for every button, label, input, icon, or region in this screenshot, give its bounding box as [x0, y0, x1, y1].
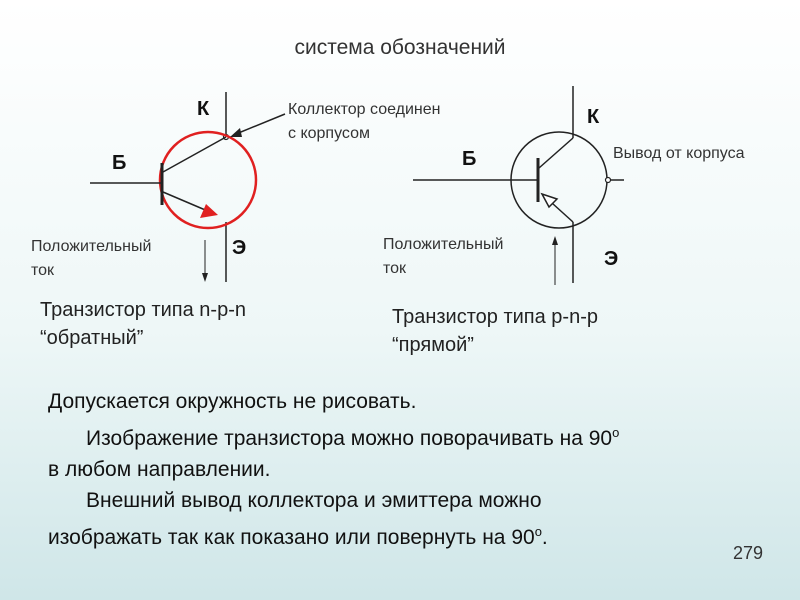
note-line-4: Внешний вывод коллектора и эмиттера можн… [86, 489, 542, 512]
npn-emitter-letter: Э [232, 237, 247, 259]
npn-base-letter: Б [112, 152, 127, 174]
pnp-caption: Транзистор типа p-n-p “прямой” [392, 303, 598, 359]
npn-collector-note-line1: Коллектор соединен [288, 101, 441, 118]
npn-symbol [90, 92, 286, 282]
npn-caption-line2: “обратный” [40, 327, 144, 349]
note-line-1: Допускается окружность не рисовать. [48, 390, 417, 413]
pnp-symbol [413, 86, 624, 285]
pnp-case-node [604, 176, 612, 184]
note-line-2-degree: о [612, 425, 620, 440]
npn-current-label-line2: ток [31, 262, 55, 279]
pnp-collector-letter: К [587, 106, 600, 128]
npn-note-pointer [235, 113, 286, 135]
npn-current-label: Положительный ток [31, 235, 151, 283]
npn-note-pointer-head [230, 128, 242, 137]
note-line-5: изображать так как показано или повернут… [48, 516, 619, 553]
pnp-case-note: Вывод от корпуса [613, 145, 745, 162]
note-line-5-text: изображать так как показано или повернут… [48, 526, 535, 549]
note-line-2-text: Изображение транзистора можно поворачива… [86, 427, 613, 450]
pnp-current-label-line2: ток [383, 260, 407, 277]
npn-collector-note: Коллектор соединен с корпусом [288, 98, 440, 146]
npn-caption: Транзистор типа n-p-n “обратный” [40, 296, 246, 352]
npn-collector-letter: К [197, 98, 210, 120]
note-line-5-end: . [541, 526, 548, 549]
note-line-5-degree: о [534, 524, 542, 539]
note-line-2: Изображение транзистора можно поворачива… [48, 417, 619, 454]
pnp-current-label: Положительный ток [383, 233, 503, 281]
npn-collector-line [162, 136, 227, 173]
notes-block: Допускается окружность не рисовать. Изоб… [48, 386, 619, 553]
pnp-emitter-arrow [540, 192, 559, 209]
pnp-current-arrowhead [552, 236, 558, 245]
pnp-base-letter: Б [462, 148, 477, 170]
pnp-current-label-line1: Положительный [383, 236, 504, 253]
pnp-caption-line2: “прямой” [392, 334, 474, 356]
note-line-3: в любом направлении. [48, 458, 271, 481]
page-number: 279 [733, 543, 764, 563]
npn-current-label-line1: Положительный [31, 238, 152, 255]
npn-emitter-line [162, 191, 211, 213]
npn-collector-note-line2: с корпусом [288, 125, 370, 142]
npn-current-arrowhead [202, 273, 208, 282]
pnp-collector-line [538, 137, 574, 169]
npn-caption-line1: Транзистор типа n-p-n [40, 299, 246, 321]
page-title: система обозначений [294, 36, 506, 59]
npn-emitter-arrow [200, 204, 218, 218]
pnp-emitter-letter: Э [604, 248, 619, 270]
pnp-caption-line1: Транзистор типа p-n-p [392, 306, 598, 328]
npn-case-circle [158, 130, 258, 230]
